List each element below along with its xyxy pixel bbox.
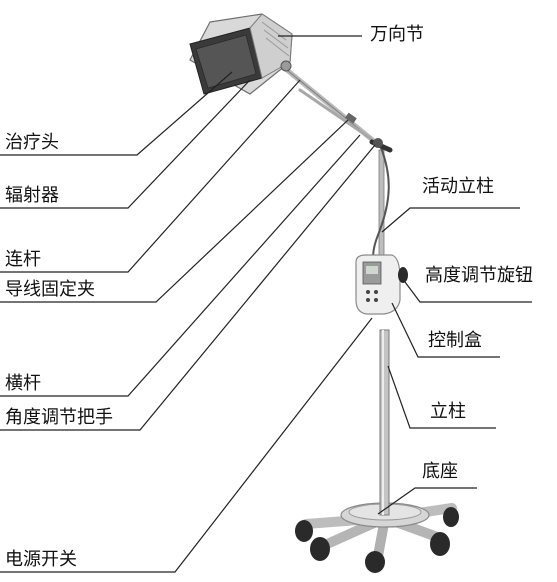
label-wire-clip: 导线固定夹 [5,279,95,300]
leader-connecting-rod [0,79,301,273]
leader-movable-column [381,207,520,233]
label-column: 立柱 [430,401,466,422]
leader-base [377,487,477,515]
label-cross-bar: 横杆 [5,373,41,394]
arm-shape [279,63,393,153]
leader-radiator [0,79,251,209]
label-power-switch: 电源开关 [5,549,77,570]
label-movable-column: 活动立柱 [422,176,494,197]
base-assembly [295,502,459,573]
leader-lines [0,35,532,573]
control-box-shape [355,254,408,315]
leader-angle-handle [0,144,376,431]
label-angle-handle: 角度调节把手 [5,407,113,428]
leader-wire-clip [0,119,349,303]
leader-control-box [391,302,500,358]
label-connecting-rod: 连杆 [5,249,41,270]
leader-treatment-head [0,71,233,156]
label-universal-joint: 万向节 [370,24,424,45]
leader-power-switch [0,317,373,573]
leader-column [387,365,496,429]
label-radiator: 辐射器 [5,185,59,206]
leader-cross-bar [0,134,361,397]
treatment-head-shape [189,13,293,95]
label-control-box: 控制盒 [428,330,482,351]
label-base: 底座 [422,461,458,482]
label-treatment-head: 治疗头 [5,132,59,153]
leader-height-knob [404,281,532,303]
label-height-knob: 高度调节旋钮 [425,265,533,286]
caster-wheels [295,507,459,573]
